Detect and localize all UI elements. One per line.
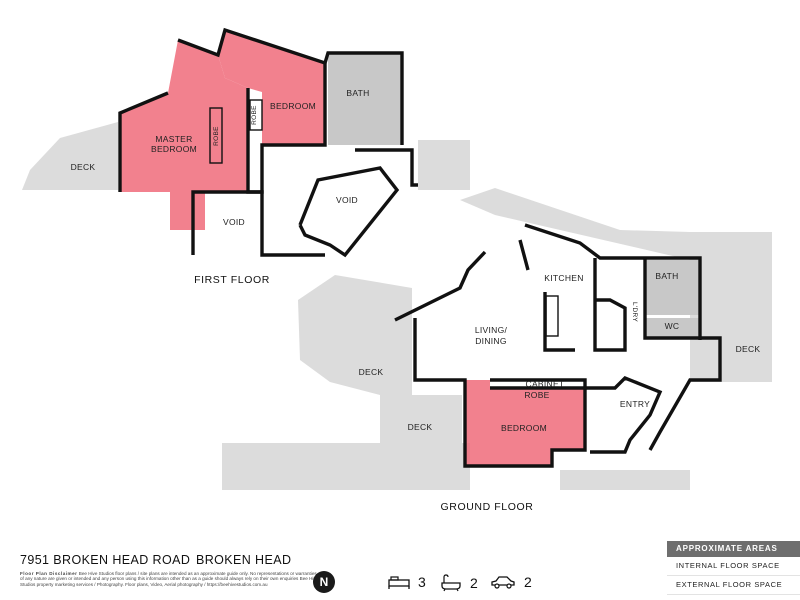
ground-deck-left	[298, 275, 412, 395]
first-floor-title: FIRST FLOOR	[194, 274, 270, 286]
first-floor-landing-deck	[418, 140, 470, 190]
bed-icon	[388, 576, 410, 589]
car-count-value: 2	[524, 574, 532, 590]
ground-deck-right	[690, 232, 772, 382]
internal-floor-space-label: INTERNAL FLOOR SPACE	[667, 557, 800, 576]
kitchen-island	[545, 295, 559, 337]
ground-deck-lower-right	[560, 470, 690, 490]
disclaimer-title: Floor Plan Disclaimer	[20, 571, 78, 576]
master-robe-label: ROBE	[213, 126, 220, 146]
ground-outer-wall-west	[394, 250, 487, 322]
ground-outer-wall-north	[524, 223, 702, 340]
master-bedroom-label-line1: MASTER	[155, 134, 192, 144]
ground-deck-bottom-label: DECK	[408, 422, 433, 432]
property-suburb: BROKEN HEAD	[196, 553, 292, 567]
master-bedroom-label-line2: BEDROOM	[151, 144, 197, 154]
bedroom-robe-label: ROBE	[251, 105, 258, 125]
car-count: 2	[490, 574, 532, 590]
first-floor-deck	[22, 122, 118, 190]
first-deck-label: DECK	[71, 162, 96, 172]
master-robe-cabinet	[209, 107, 223, 164]
living-label-line1: LIVING/	[475, 325, 508, 335]
bathroom-count: 2	[440, 574, 478, 592]
first-floor-outer-wall-left	[118, 91, 169, 192]
bathroom-count-value: 2	[470, 575, 478, 591]
areas-heading: APPROXIMATE AREAS	[667, 541, 800, 557]
first-floor-void-right	[298, 166, 400, 258]
laundry-label: L'DRY	[631, 302, 638, 322]
ground-kitchen-divider	[518, 239, 530, 271]
ground-floor-plan: KITCHEN LIVING/ DINING L'DRY BATH WC DEC…	[222, 188, 772, 513]
bedroom-robe-cabinet	[249, 99, 263, 131]
entry-label: ENTRY	[620, 399, 650, 409]
bedroom-zone-first	[218, 30, 325, 145]
wc-label: WC	[665, 321, 680, 331]
ground-bedroom-label: BEDROOM	[501, 423, 547, 433]
first-floor-stair-walls	[355, 148, 418, 187]
first-floor-inner-walls	[246, 63, 327, 194]
ground-deck-top	[460, 188, 690, 260]
car-icon	[491, 576, 515, 589]
ground-floor-title: GROUND FLOOR	[441, 501, 534, 513]
ground-bath-label: BATH	[655, 271, 678, 281]
ground-entry-walls	[585, 376, 663, 454]
ground-deck-bottom-strip	[222, 443, 470, 490]
ground-east-walls	[643, 258, 722, 451]
first-floor-void-walls	[191, 190, 325, 257]
ground-deck-middle-label: DECK	[359, 367, 384, 377]
kitchen-label: KITCHEN	[544, 273, 583, 283]
ground-bedroom-zone	[465, 380, 585, 466]
first-bedroom-label: BEDROOM	[270, 101, 316, 111]
ground-bath-zone	[645, 260, 700, 315]
floor-plan-disclaimer: Floor Plan Disclaimer Bee Hive Studios f…	[20, 571, 320, 587]
living-label-line2: DINING	[475, 336, 507, 346]
first-bath-label: BATH	[346, 88, 369, 98]
ground-wc-zone	[645, 318, 700, 338]
first-floor-plan: DECK MASTER BEDROOM ROBE ROBE BEDROOM BA…	[22, 27, 470, 286]
bath-zone-first	[328, 53, 402, 145]
floor-plan-drawing: DECK MASTER BEDROOM ROBE ROBE BEDROOM BA…	[22, 27, 772, 513]
ground-deck-right-label: DECK	[736, 344, 761, 354]
ground-laundry-walls	[593, 258, 627, 352]
cabinet-label: CABINET	[526, 379, 565, 389]
bedroom-count: 3	[388, 574, 426, 590]
external-floor-space-label: EXTERNAL FLOOR SPACE	[667, 576, 800, 595]
ground-cabinet-wall	[490, 378, 587, 390]
bath-icon	[441, 574, 461, 592]
void-left-label: VOID	[223, 217, 245, 227]
disclaimer-text: Bee Hive Studios floor plans / site plan…	[20, 571, 319, 587]
master-bedroom-zone	[120, 40, 248, 230]
void-right-label: VOID	[336, 195, 358, 205]
property-address: 7951 BROKEN HEAD ROAD	[20, 553, 191, 567]
ground-kitchen-bench	[543, 292, 575, 352]
bedroom-count-value: 3	[418, 574, 426, 590]
north-arrow-icon: N	[313, 571, 335, 593]
ground-living-walls	[413, 318, 587, 468]
approximate-areas-panel: APPROXIMATE AREAS INTERNAL FLOOR SPACE E…	[667, 541, 800, 600]
ground-robe-label: ROBE	[524, 390, 549, 400]
